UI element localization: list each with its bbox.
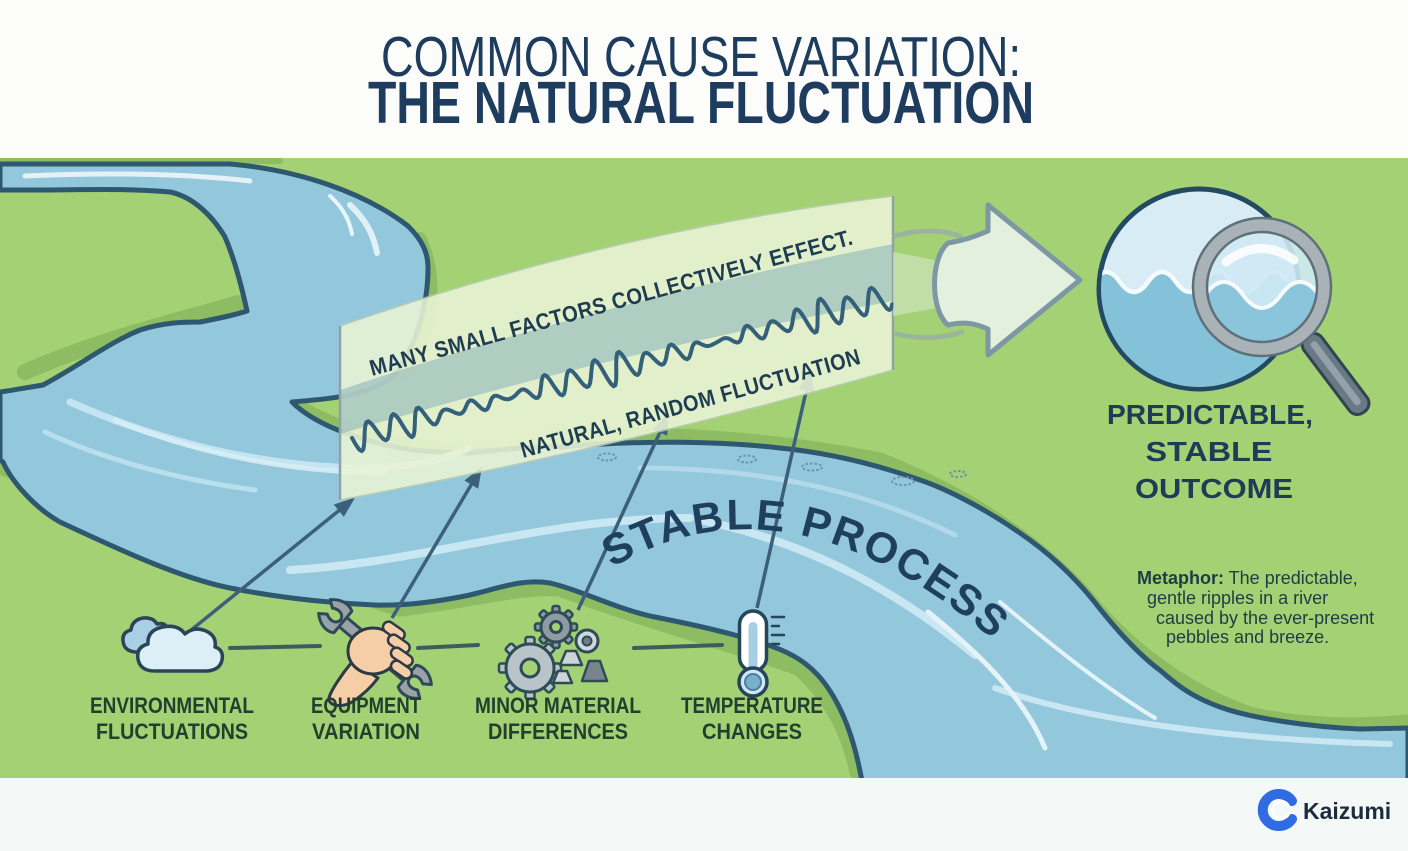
factor-3-label-line1: MINOR MATERIAL <box>475 693 641 718</box>
metaphor-caption: Metaphor: The predictable, gentle ripple… <box>1137 568 1374 647</box>
metaphor-line1: Metaphor: The predictable, <box>1137 568 1358 588</box>
arrow-environmental <box>183 497 356 637</box>
page-title: COMMON CAUSE VARIATION: THE NATURAL FLUC… <box>368 25 1034 136</box>
factor-2-label-line2: VARIATION <box>312 719 420 744</box>
factor-4-label-line1: TEMPERATURE <box>681 693 823 718</box>
outcome-line2: STABLE <box>1146 436 1273 467</box>
factor-2-label-line1: EQUIPMENT <box>311 693 421 718</box>
factor-labels: ENVIRONMENTAL FLUCTUATIONS EQUIPMENT VAR… <box>90 693 823 744</box>
fluctuation-ribbon: MANY SMALL FACTORS COLLECTIVELY EFFECT. … <box>338 195 895 501</box>
factor-1-label-line2: FLUCTUATIONS <box>96 719 248 744</box>
metaphor-line4: pebbles and breeze. <box>1166 627 1329 647</box>
outcome-arrow <box>892 202 1083 358</box>
factor-1-label-line1: ENVIRONMENTAL <box>90 693 254 718</box>
clouds-icon <box>121 616 225 673</box>
magnifier-icon <box>1191 216 1371 416</box>
cause-arrows <box>183 370 815 637</box>
title-line2: THE NATURAL FLUCTUATION <box>368 70 1034 136</box>
gears-materials-icon <box>497 604 609 701</box>
factor-3-label-line2: DIFFERENCES <box>488 719 628 744</box>
outcome-line3: OUTCOME <box>1135 473 1293 504</box>
outcome-line1: PREDICTABLE, <box>1107 399 1313 430</box>
brand-logo: Kaizumi <box>1257 789 1391 831</box>
metaphor-line2: gentle ripples in a river <box>1147 588 1328 608</box>
title-line1: COMMON CAUSE VARIATION: <box>381 25 1021 89</box>
big-arrow-icon <box>932 202 1083 358</box>
outcome-circle <box>1096 186 1371 416</box>
metaphor-line3: caused by the ever-present <box>1156 608 1374 628</box>
brand-name: Kaizumi <box>1303 798 1391 824</box>
outcome-label: PREDICTABLE, STABLE OUTCOME <box>1107 399 1313 504</box>
factor-connectors <box>228 643 724 650</box>
kaizumi-wave-logo-icon <box>1257 789 1297 831</box>
fluctuation-wave-line <box>350 285 895 454</box>
footer-strip <box>0 778 1408 851</box>
header-band <box>0 0 1408 158</box>
thermometer-icon <box>737 609 786 698</box>
factor-4-label-line2: CHANGES <box>702 719 802 744</box>
arrow-material <box>576 413 669 611</box>
arrow-equipment <box>390 466 483 619</box>
water-highlights <box>22 171 1393 751</box>
metaphor-label: Metaphor: <box>1137 568 1224 588</box>
pebble-speckles <box>597 452 967 486</box>
wrench-hand-icon <box>317 598 433 707</box>
arrow-temperature <box>755 370 815 609</box>
ribbon-band <box>340 244 893 434</box>
